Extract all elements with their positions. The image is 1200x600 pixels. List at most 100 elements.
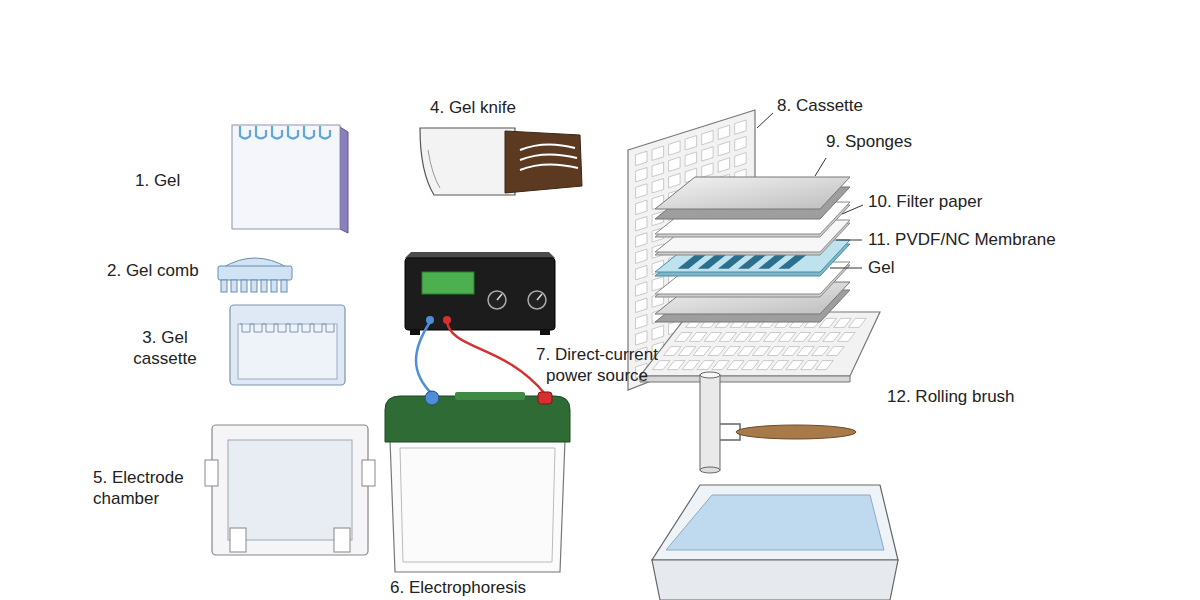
electrophoresis-tank-illustration-part <box>538 392 552 404</box>
transfer-cassette-illustration-part-part <box>636 282 647 296</box>
transfer-cassette-illustration-part-part <box>682 361 700 370</box>
transfer-cassette-illustration-part-part <box>636 168 647 182</box>
transfer-cassette-illustration <box>628 110 880 390</box>
gel-illustration <box>232 125 348 233</box>
transfer-cassette-illustration-part-part <box>797 347 814 356</box>
comb-illustration-part-part <box>271 280 277 292</box>
part-label: 4. Gel knife <box>430 97 516 118</box>
transfer-cassette-illustration-part-part <box>816 361 834 370</box>
power-supply-illustration <box>405 252 555 335</box>
comb-illustration-part-part <box>251 280 257 292</box>
roller-illustration-part <box>700 467 720 473</box>
part-label: 5. Electrode chamber <box>93 467 213 509</box>
transfer-cassette-illustration-part-part <box>685 136 697 150</box>
part-label: 8. Cassette <box>777 95 863 116</box>
electrode-chamber-illustration-part <box>362 460 375 486</box>
transfer-cassette-illustration-part-part <box>636 217 647 231</box>
power-supply-illustration-part <box>488 291 506 309</box>
part-label: 2. Gel comb <box>107 260 199 281</box>
part-label: 1. Gel <box>135 170 180 191</box>
comb-illustration-part <box>218 266 292 280</box>
transfer-cassette-illustration-part-part <box>849 318 867 327</box>
transfer-cassette-illustration-part-part <box>704 333 722 342</box>
transfer-cassette-illustration-part-part <box>693 347 711 356</box>
red-wire <box>447 322 545 394</box>
transfer-cassette-illustration-part-part <box>708 347 725 356</box>
transfer-cassette-illustration-part-part <box>685 152 697 166</box>
comb-illustration <box>218 258 292 292</box>
transfer-cassette-illustration-part-part <box>782 347 799 356</box>
gel-illustration-part-part <box>304 126 314 139</box>
gel-cassette-illustration-part <box>240 324 334 332</box>
transfer-cassette-illustration-part-part <box>652 146 664 160</box>
transfer-cassette-illustration-part-part <box>735 136 746 150</box>
part-label: 6. Electrophoresis <box>390 577 526 598</box>
transfer-cassette-illustration-part-part-part <box>655 177 850 209</box>
transfer-cassette-illustration-part-part <box>712 361 729 370</box>
comb-illustration-part-part <box>261 280 267 292</box>
transfer-cassette-illustration-part-part <box>675 333 692 342</box>
tray-illustration-part <box>666 495 884 550</box>
transfer-cassette-illustration-part-part <box>834 318 852 327</box>
transfer-cassette-illustration-part-part <box>749 333 766 342</box>
part-label: Gel <box>868 257 894 278</box>
comb-illustration-part-part <box>221 280 227 292</box>
knife-illustration <box>420 128 582 195</box>
transfer-cassette-illustration-part-part <box>735 120 746 134</box>
transfer-cassette-illustration-part-part <box>723 347 740 356</box>
transfer-cassette-illustration-part-part <box>778 333 796 342</box>
knife-illustration-part <box>428 150 440 188</box>
gel-illustration-part-part <box>272 126 282 139</box>
transfer-cassette-illustration-part-part <box>669 157 681 171</box>
electrophoresis-tank-illustration-part <box>425 391 439 405</box>
leader-lines-part <box>842 205 863 214</box>
gel-illustration-part-part <box>256 126 266 139</box>
tray-illustration-part <box>652 485 898 560</box>
knife-illustration-part <box>520 144 575 150</box>
transfer-cassette-illustration-part-part <box>664 347 681 356</box>
gel-cassette-illustration <box>230 305 345 385</box>
electrophoresis-tank-illustration <box>385 391 570 572</box>
leader-lines-part <box>836 240 862 241</box>
transfer-cassette-illustration-part <box>653 318 867 369</box>
transfer-cassette-illustration-part-part <box>718 142 729 156</box>
transfer-cassette-illustration-part-part <box>718 125 729 139</box>
transfer-cassette-illustration-part-part <box>767 347 785 356</box>
gel-cassette-illustration-part <box>238 324 337 379</box>
transfer-cassette-illustration-part-part <box>669 173 681 187</box>
transfer-cassette-illustration-part-part <box>636 184 647 198</box>
transfer-cassette-illustration-part-part <box>786 361 803 370</box>
electrophoresis-tank-illustration-part <box>455 392 525 400</box>
transfer-cassette-illustration-part-part <box>793 333 810 342</box>
transfer-cassette-illustration-part-part <box>827 347 845 356</box>
transfer-cassette-illustration-part-part <box>636 151 647 165</box>
transfer-cassette-illustration-part-part <box>801 361 819 370</box>
transfer-cassette-illustration-part-part <box>727 361 744 370</box>
transfer-cassette-illustration-part-part <box>636 233 647 247</box>
roller-illustration-part <box>700 375 720 470</box>
electrode-chamber-illustration-part <box>228 440 352 540</box>
electrophoresis-tank-illustration-part <box>400 448 555 562</box>
part-label: 7. Direct-current power source <box>512 344 682 386</box>
transfer-cassette-illustration-part-part <box>636 265 647 279</box>
transfer-cassette-illustration-part-part <box>753 347 771 356</box>
tray-illustration <box>652 485 898 600</box>
leader-lines-part <box>830 268 862 269</box>
transfer-cassette-illustration-part-part <box>667 361 685 370</box>
power-supply-illustration-part <box>405 258 555 330</box>
leader-lines-part <box>815 158 826 176</box>
gel-cassette-illustration-part <box>230 305 345 385</box>
transfer-cassette-illustration-part-part <box>636 200 647 214</box>
power-supply-illustration-part <box>528 291 546 309</box>
gel-illustration-part <box>340 127 348 233</box>
gel-illustration-part-part <box>288 126 298 139</box>
transfer-cassette-illustration-part-part <box>838 333 856 342</box>
transfer-cassette-illustration-part-part <box>636 249 647 263</box>
transfer-cassette-illustration-part-part <box>742 361 760 370</box>
power-supply-illustration-part <box>497 294 502 300</box>
transfer-cassette-illustration-part-part <box>655 177 850 219</box>
transfer-cassette-illustration-part-part <box>669 141 681 155</box>
transfer-cassette-illustration-part-part <box>702 163 713 177</box>
transfer-cassette-illustration-part-part <box>718 158 729 172</box>
